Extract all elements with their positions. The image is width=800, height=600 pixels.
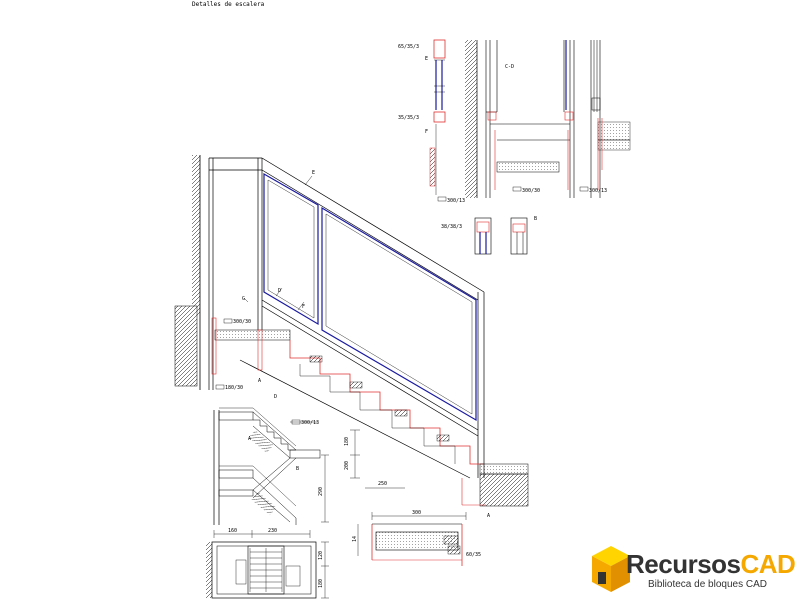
glass-panel-large bbox=[321, 206, 477, 422]
dim-65-35-3: 65/35/3 bbox=[398, 44, 419, 50]
label-b: B bbox=[534, 216, 537, 222]
dim-120-v: 120 bbox=[318, 551, 324, 560]
dim-200-v: 200 bbox=[344, 461, 350, 470]
dim-180-v: 180 bbox=[344, 437, 350, 446]
dim-160: 160 bbox=[228, 528, 237, 534]
step-detail: 300 14 60/35 bbox=[352, 510, 481, 566]
dim-35-35-3: 35/35/3 bbox=[398, 115, 419, 121]
dim-250: 250 bbox=[378, 481, 387, 487]
dim-300-13-g: 300/13 bbox=[589, 188, 607, 194]
label-f-mid: F bbox=[302, 304, 305, 310]
dim-300-30-landing: 300/30 bbox=[233, 319, 251, 325]
label-g: G bbox=[242, 296, 245, 302]
label-c-d: C-D bbox=[505, 64, 514, 70]
label-e-mid: E bbox=[312, 170, 315, 176]
left-wall-hatch bbox=[192, 155, 200, 315]
label-a-right: A bbox=[487, 513, 490, 519]
dim-14-v: 14 bbox=[352, 536, 358, 542]
dim-230: 230 bbox=[268, 528, 277, 534]
stair-plan: 160 230 120 180 bbox=[206, 528, 329, 599]
dim-38-38-3: 38/38/3 bbox=[441, 224, 462, 230]
stair-section-lower: A B 290 bbox=[213, 407, 329, 525]
label-d-bottom: D bbox=[274, 394, 277, 400]
dim-180-plan-v: 180 bbox=[318, 579, 324, 588]
glass-panel-small bbox=[263, 172, 319, 326]
label-d: D bbox=[278, 288, 281, 294]
dim-60-35: 60/35 bbox=[466, 552, 481, 558]
brand-tagline: Biblioteca de bloques CAD bbox=[648, 579, 767, 590]
label-e-top: E bbox=[425, 56, 428, 62]
label-f-top: F bbox=[425, 129, 428, 135]
label-b-section: B bbox=[296, 466, 299, 472]
section-details-top: 65/35/3 E 35/35/3 F 300/13 C-D 300/30 bbox=[398, 39, 631, 255]
brand-name: RecursosCAD bbox=[626, 549, 796, 579]
main-elevation: E G D F D A A 300/30 180/30 300/13 180 2… bbox=[174, 155, 529, 519]
drawing-title: Detalles de escalera bbox=[192, 1, 265, 8]
dim-300-13-step: 300/13 bbox=[301, 420, 319, 426]
dim-290-v: 290 bbox=[318, 487, 324, 496]
label-a-section: A bbox=[248, 436, 251, 442]
dim-180-30: 180/30 bbox=[225, 385, 243, 391]
dim-300: 300 bbox=[412, 510, 421, 516]
cube-logo-icon bbox=[592, 546, 630, 592]
label-a-left: A bbox=[258, 378, 261, 384]
dim-300-30-cd: 300/30 bbox=[522, 188, 540, 194]
dim-300-13-top: 300/13 bbox=[447, 198, 465, 204]
recursoscad-logo: RecursosCAD Biblioteca de bloques CAD bbox=[590, 540, 800, 600]
